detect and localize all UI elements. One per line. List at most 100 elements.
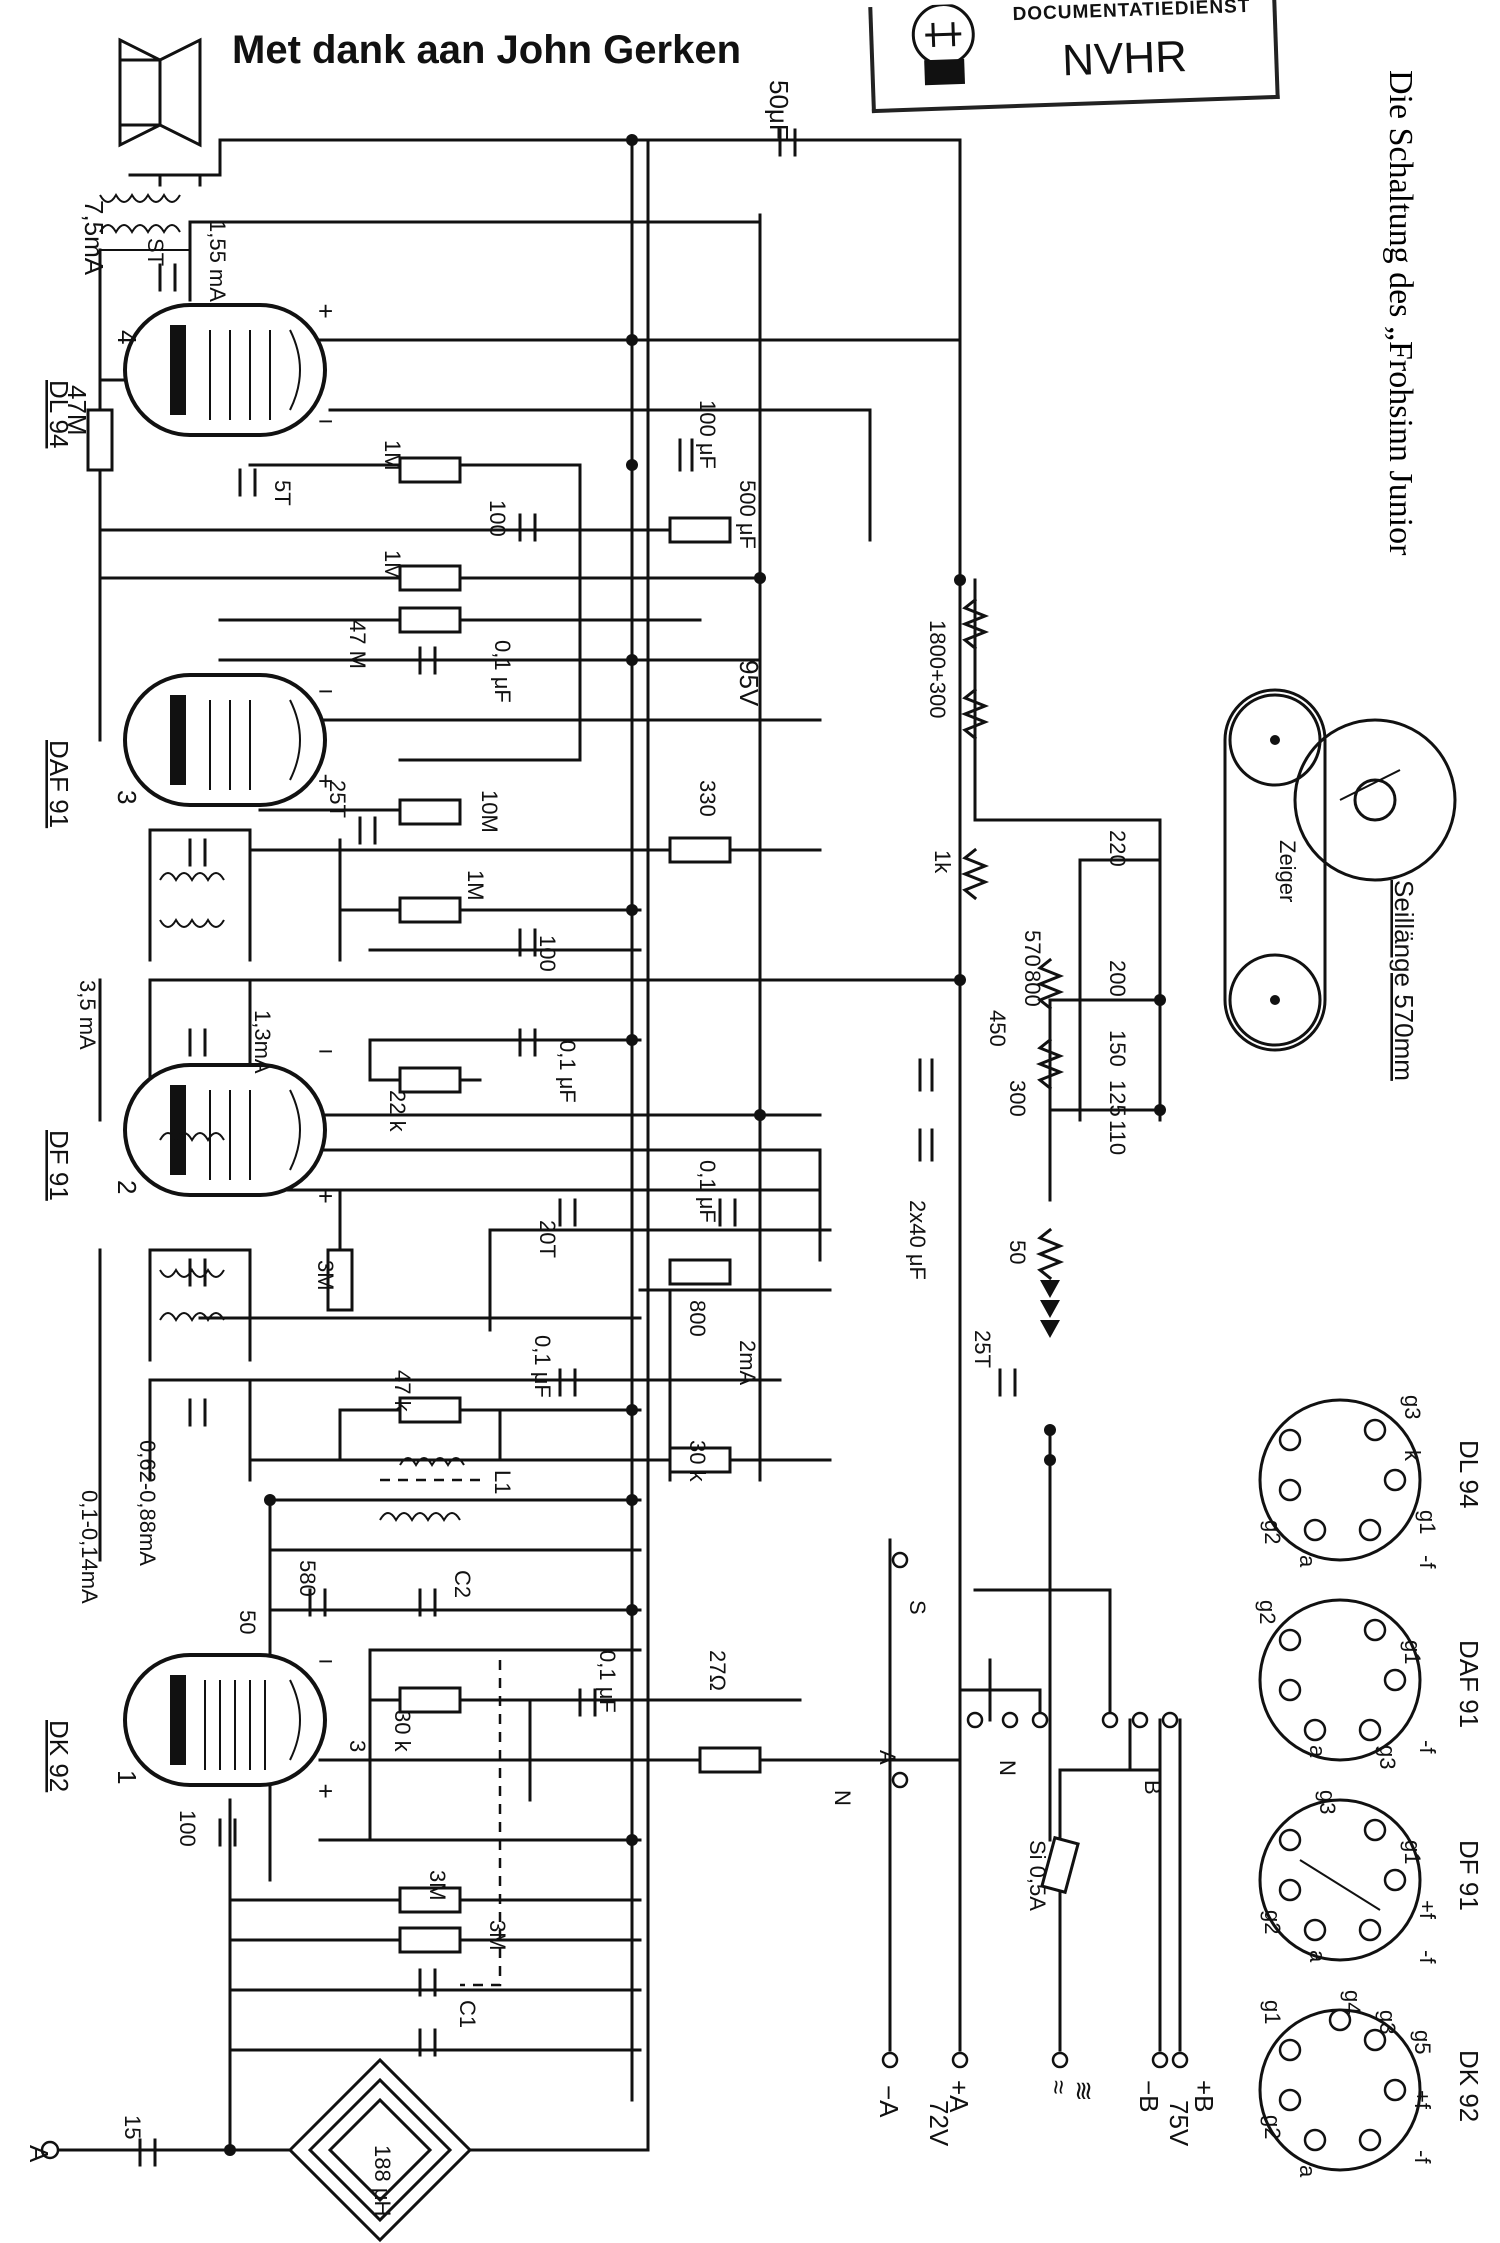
label-3m-c: 3M <box>485 1920 510 1951</box>
label-osc-current: 0,1-0,14mA <box>77 1490 102 1604</box>
pin-dl94-5: a <box>1295 1555 1320 1568</box>
pin-df91-1: g3 <box>1315 1790 1340 1814</box>
output-transformer-icon <box>99 192 190 251</box>
base-name-df91: DF 91 <box>1454 1840 1484 1911</box>
label-01uf-e: 0,1 μF <box>595 1650 620 1713</box>
label-minus-dk92: − <box>318 1646 333 1676</box>
supply-75v: 75V <box>1164 2100 1194 2147</box>
label-minus-df91: − <box>318 1036 333 1066</box>
label-95v: 95V <box>734 660 764 707</box>
label-l1: L1 <box>490 1470 515 1494</box>
label-75ma: 7,5mA <box>79 200 109 276</box>
pin-daf91-1: g2 <box>1255 1600 1280 1624</box>
supply-labels: −A 72V +A ≈ ≋ −B 75V +B <box>874 2080 1219 2147</box>
junctions <box>224 134 1166 2156</box>
label-1m-b: 1M <box>380 550 405 581</box>
label-570: 570 <box>1020 930 1045 967</box>
pin-df91-3: +f <box>1415 1900 1440 1920</box>
base-name-dl94: DL 94 <box>1454 1440 1484 1508</box>
schematic-title: Die Schaltung des „Frohsinn Junior <box>1382 70 1419 556</box>
pin-df91-6: g2 <box>1260 1910 1285 1934</box>
label-125: 125 <box>1105 1080 1130 1117</box>
supply-plus-b: +B <box>1189 2080 1219 2113</box>
supply-plus-a: +A <box>944 2080 974 2113</box>
label-3: 3 <box>345 1740 370 1752</box>
label-50: 50 <box>1005 1240 1030 1264</box>
label-s: S <box>905 1600 930 1615</box>
tube-name-df91: DF 91 <box>44 1130 74 1201</box>
tube-daf91-icon <box>123 673 327 807</box>
base-name-dk92: DK 92 <box>1454 2050 1484 2122</box>
base-diagrams <box>1258 1398 1422 2172</box>
pin-dk92-8: g5 <box>1410 2030 1435 2054</box>
label-osc-current-2: 0,62-0,88mA <box>135 1440 160 1566</box>
pin-dk92-6: a <box>1295 2165 1320 2178</box>
pin-daf91-3: -f <box>1415 1740 1440 1754</box>
label-1800-300: 1800+300 <box>925 620 950 719</box>
tube-number-daf91: 3 <box>112 790 142 804</box>
tube-name-dl94: DL 94 <box>44 380 74 448</box>
label-2x40uf: 2x40 μF <box>905 1200 930 1280</box>
tube-logo-icon <box>911 3 975 86</box>
label-30k-b: 30 k <box>390 1710 415 1753</box>
label-100uf: 100 μF <box>695 400 720 469</box>
loop-antenna-icon <box>287 2057 473 2243</box>
label-plus-daf91: + <box>318 766 333 796</box>
pin-daf91-4: g3 <box>1375 1745 1400 1769</box>
label-100-a: 100 <box>485 500 510 537</box>
pin-dk92-7: g2 <box>1260 2115 1285 2139</box>
label-10m: 10M <box>477 790 502 833</box>
tube-name-dk92: DK 92 <box>44 1720 74 1792</box>
label-01uf-a: 0,1 μF <box>490 640 515 703</box>
label-20t: 20T <box>535 1220 560 1258</box>
label-plus-df91: + <box>318 1181 333 1211</box>
label-zeiger: Zeiger <box>1275 840 1300 902</box>
label-13ma: 1,3mA <box>250 1010 275 1074</box>
label-antenna: A <box>24 2145 54 2163</box>
tube-dk92-icon <box>123 1653 327 1787</box>
label-220: 220 <box>1105 830 1130 867</box>
label-b-2: B <box>1140 1780 1165 1795</box>
dial-drive-icon <box>1223 688 1457 1052</box>
label-47k: 47 k <box>390 1370 415 1413</box>
supply-ac-2: ≋ <box>1069 2080 1099 2102</box>
label-800-b: 800 <box>685 1300 710 1337</box>
tube-number-df91: 2 <box>112 1180 142 1194</box>
label-25t-b: 25T <box>970 1330 995 1368</box>
label-330: 330 <box>695 780 720 817</box>
label-1m-c: 1M <box>463 870 488 901</box>
supply-minus-a: −A <box>874 2085 904 2118</box>
label-plus-dl94: + <box>318 296 333 326</box>
label-c2: C2 <box>450 1570 475 1598</box>
label-15: 15 <box>120 2115 145 2139</box>
label-01uf-c: 0,1 μF <box>695 1160 720 1223</box>
pin-dk92-4: +f <box>1410 2090 1435 2110</box>
pin-df91-2: g1 <box>1400 1840 1425 1864</box>
label-150: 150 <box>1105 1030 1130 1067</box>
label-loop: 188 μH <box>370 2145 395 2216</box>
pin-daf91-2: g1 <box>1400 1640 1425 1664</box>
label-minus-dl94: − <box>318 406 333 436</box>
label-plus-dk92: + <box>318 1776 333 1806</box>
coils <box>159 872 465 1523</box>
label-110: 110 <box>1105 1120 1130 1155</box>
pin-dl94-3: g1 <box>1415 1510 1440 1534</box>
base-labels: DL 94 DAF 91 DF 91 DK 92 g3 k g1 -f a g2… <box>1255 1395 1484 2178</box>
label-30k-a: 30 k <box>685 1440 710 1483</box>
label-450: 450 <box>985 1010 1010 1047</box>
pin-dl94-1: g3 <box>1400 1395 1425 1419</box>
pin-dk92-2: g4 <box>1340 1990 1365 2014</box>
tube-number-dk92: 1 <box>112 1770 142 1784</box>
label-200: 200 <box>1105 960 1130 997</box>
credit-line: Met dank aan John Gerken <box>232 28 742 72</box>
resistors <box>86 408 1065 1954</box>
label-47m-b: 47 M <box>345 620 370 669</box>
base-name-daf91: DAF 91 <box>1454 1640 1484 1728</box>
label-500uf: 500 μF <box>735 480 760 549</box>
label-01uf-d: 0,1 μF <box>530 1335 555 1398</box>
supply-72v: 72V <box>924 2100 954 2147</box>
tube-dl94-icon <box>123 303 327 437</box>
label-100-c: 100 <box>175 1810 200 1847</box>
label-25t: 25T <box>325 780 350 818</box>
label-fuse: Si 0,5A <box>1025 1840 1050 1911</box>
